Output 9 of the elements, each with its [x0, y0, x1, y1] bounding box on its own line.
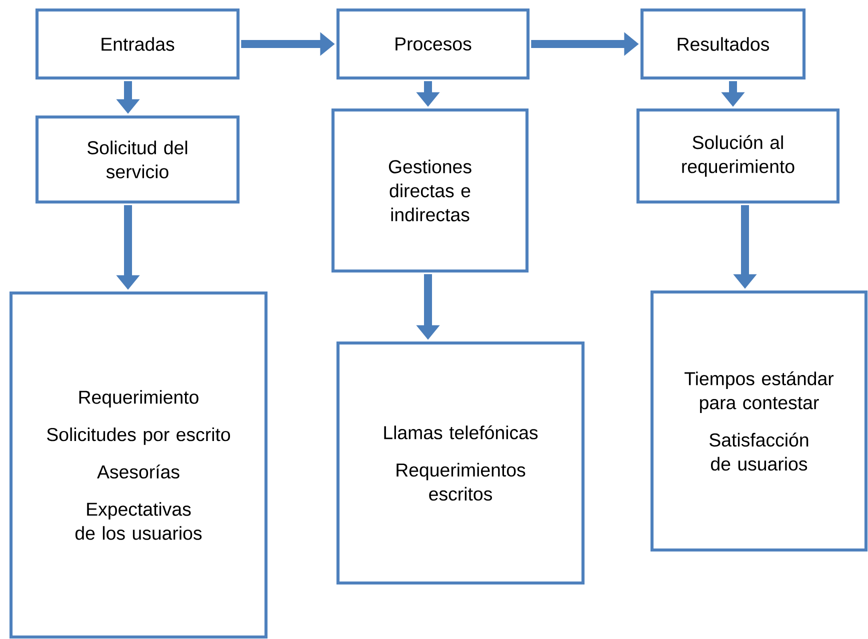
process-box: Requerimiento Solicitudes por escrito Asesorías Expectativas de los usuarios [9, 291, 268, 639]
process-box: Procesos [336, 8, 530, 80]
process-box: Llamas telefónicas Requerimientos escritos [336, 341, 585, 585]
process-box: Gestiones directas e indirectas [331, 108, 529, 273]
process-box: Entradas [35, 8, 240, 80]
process-box: Tiempos estándar para contestar Satisfacción de usuarios [650, 290, 868, 552]
process-box: Solicitud del servicio [35, 115, 240, 204]
process-box: Solución al requerimiento [636, 108, 840, 204]
process-box: Resultados [640, 8, 806, 80]
